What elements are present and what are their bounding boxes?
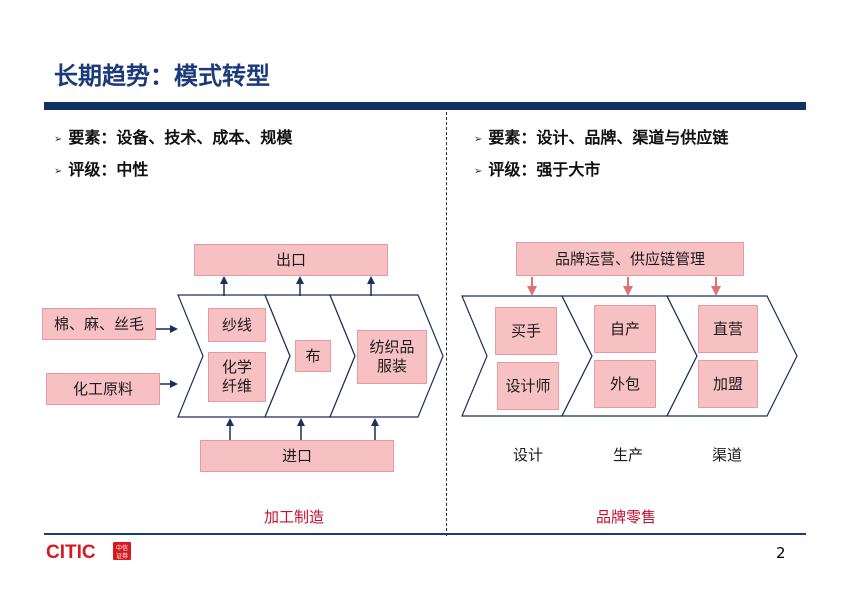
brand-supply-chain-box: 品牌运营、供应链管理 — [516, 242, 744, 276]
stage-label-channel: 渠道 — [712, 446, 743, 464]
left-bullet-factors-text: 要素：设备、技术、成本、规模 — [68, 128, 293, 147]
input-cotton-box: 棉、麻、丝毛 — [42, 308, 156, 340]
footer-rule — [44, 533, 806, 535]
left-bullet-factors: ➢ 要素：设备、技术、成本、规模 — [54, 124, 292, 148]
buyer-box: 买手 — [495, 307, 557, 355]
stage-chemical-fiber-box: 化学 纤维 — [208, 352, 266, 402]
right-bullet-rating-text: 评级：强于大市 — [488, 160, 601, 179]
right-bullet-factors-text: 要素：设计、品牌、渠道与供应链 — [488, 128, 729, 147]
franchise-box: 加盟 — [698, 360, 758, 408]
import-box: 进口 — [200, 440, 394, 472]
stage-label-design: 设计 — [513, 446, 544, 464]
page-number: 2 — [776, 544, 786, 562]
direct-store-box: 直营 — [698, 305, 758, 353]
designer-box: 设计师 — [497, 362, 559, 410]
stage-yarn-box: 纱线 — [208, 308, 266, 342]
left-bullet-rating-text: 评级：中性 — [68, 160, 149, 179]
chevron-bullet-icon: ➢ — [54, 166, 63, 177]
citic-logo: CITIC 中信 证券 — [46, 542, 131, 563]
stage-label-production: 生产 — [613, 446, 644, 464]
right-bullet-factors: ➢ 要素：设计、品牌、渠道与供应链 — [474, 124, 728, 148]
svg-text:中信: 中信 — [116, 544, 128, 552]
chevron-bullet-icon: ➢ — [474, 166, 483, 177]
section-divider — [446, 112, 447, 536]
left-caption: 加工制造 — [264, 508, 325, 526]
right-bullet-rating: ➢ 评级：强于大市 — [474, 156, 600, 180]
input-chemical-box: 化工原料 — [46, 373, 160, 405]
outsourcing-box: 外包 — [594, 360, 656, 408]
export-box: 出口 — [194, 244, 388, 276]
stage-cloth-box: 布 — [295, 340, 331, 372]
self-production-box: 自产 — [594, 305, 656, 353]
chevron-bullet-icon: ➢ — [474, 134, 483, 145]
title-rule — [44, 102, 806, 110]
citic-logo-wordmark: CITIC — [46, 542, 96, 563]
left-bullet-rating: ➢ 评级：中性 — [54, 156, 148, 180]
stage-textile-apparel-box: 纺织品 服装 — [357, 330, 427, 384]
right-caption: 品牌零售 — [596, 508, 657, 526]
svg-text:证券: 证券 — [116, 552, 128, 560]
page-title: 长期趋势：模式转型 — [54, 62, 270, 90]
chevron-bullet-icon: ➢ — [54, 134, 63, 145]
